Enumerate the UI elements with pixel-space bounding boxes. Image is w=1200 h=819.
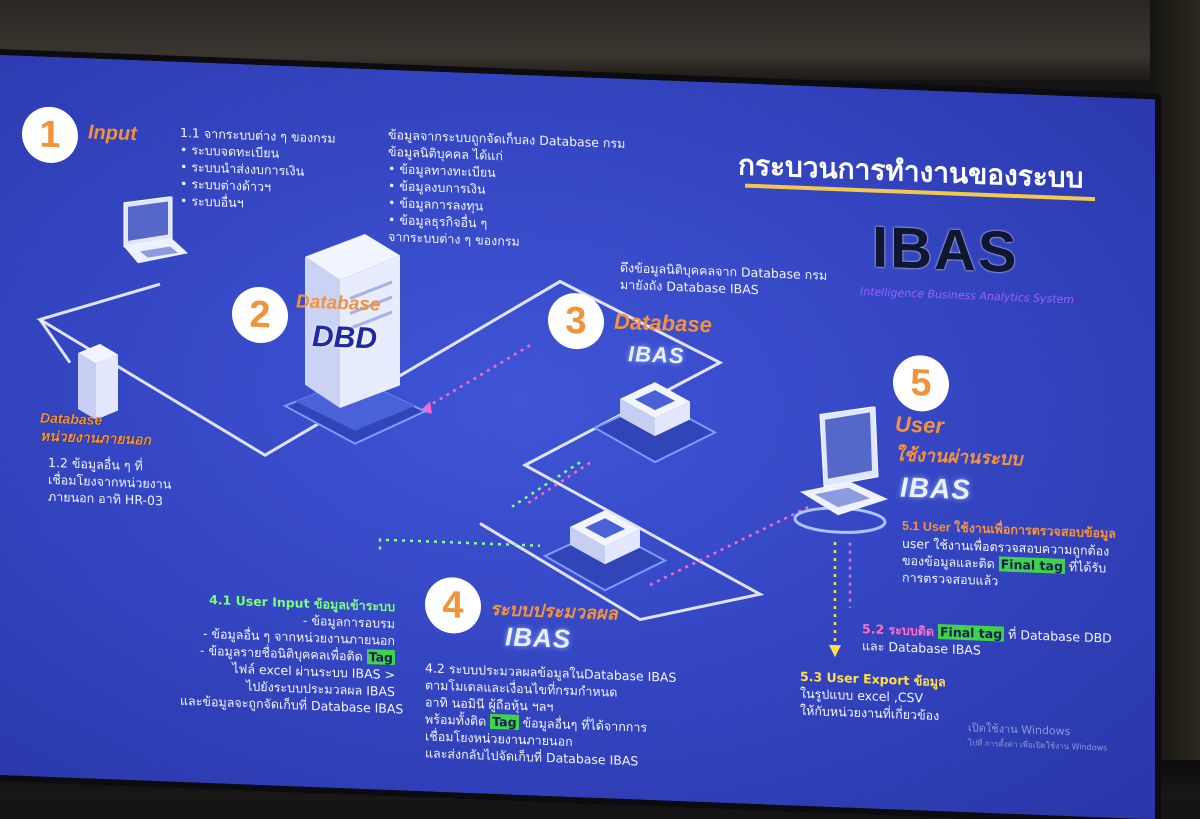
final-tag-highlight: Final tag — [998, 556, 1065, 574]
final-tag-highlight: Final tag — [938, 624, 1005, 642]
user-laptop-icon — [790, 403, 900, 541]
step5-label-line2: ใช้งานผ่านระบบ — [895, 444, 1023, 470]
laptop-icon — [110, 194, 190, 276]
step5-label-line1: User — [895, 411, 944, 439]
step1-label: Input — [88, 121, 137, 146]
step5-3-note: 5.3 User Export ข้อมูล ในรูปแบบ excel ,C… — [800, 668, 946, 725]
step1-sources: 1.1 จากระบบต่าง ๆ ของกรม • ระบบจดทะเบียน… — [180, 124, 336, 215]
step5-2-text: ที่ Database DBD — [1008, 626, 1112, 646]
step5-2-title: 5.2 ระบบติด — [862, 621, 935, 639]
room-wall — [1150, 0, 1200, 800]
presentation-slide: กระบวนการทำงานของระบบ IBAS Intelligence … — [0, 55, 1155, 819]
external-db-label: Database หน่วยงานภายนอก — [40, 409, 151, 449]
step5-1-text: ที่ได้รับ — [1068, 559, 1107, 576]
tag-highlight: Tag — [366, 649, 395, 666]
dbd-server-label: DBD — [312, 319, 377, 356]
step4-user-input: 4.1 User Input ข้อมูลเข้าระบบ - ข้อมูลกา… — [180, 590, 403, 717]
step2-label: Database — [296, 291, 381, 316]
dbd-server-icon — [280, 226, 430, 466]
step5-sub-label: IBAS — [900, 471, 971, 506]
external-note: 1.2 ข้อมูลอื่น ๆ ที่ เชื่อมโยงจากหน่วยงา… — [48, 454, 171, 510]
step5-1-note: 5.1 User ใช้งานเพื่อการตรวจสอบข้อมูล use… — [902, 518, 1116, 594]
step4-sub-label: IBAS — [505, 621, 572, 654]
step4-process-note: 4.2 ระบบประมวลผลข้อมูลในDatabase IBAS ตา… — [425, 659, 676, 771]
ibas-processor-chip-icon — [540, 496, 670, 605]
tag-highlight: Tag — [490, 713, 519, 730]
ibas-database-chip-icon — [590, 368, 720, 477]
windows-activation-watermark: เปิดใช้งาน Windows ไปที่ การตั้งค่า เพื่… — [968, 720, 1107, 755]
process-note-text: พร้อมทั้งติด — [425, 711, 487, 729]
external-server-icon — [70, 343, 130, 429]
step3-sub-label: IBAS — [628, 341, 685, 369]
brand-logo: IBAS — [872, 214, 1019, 286]
step3-label: Database — [614, 308, 712, 338]
